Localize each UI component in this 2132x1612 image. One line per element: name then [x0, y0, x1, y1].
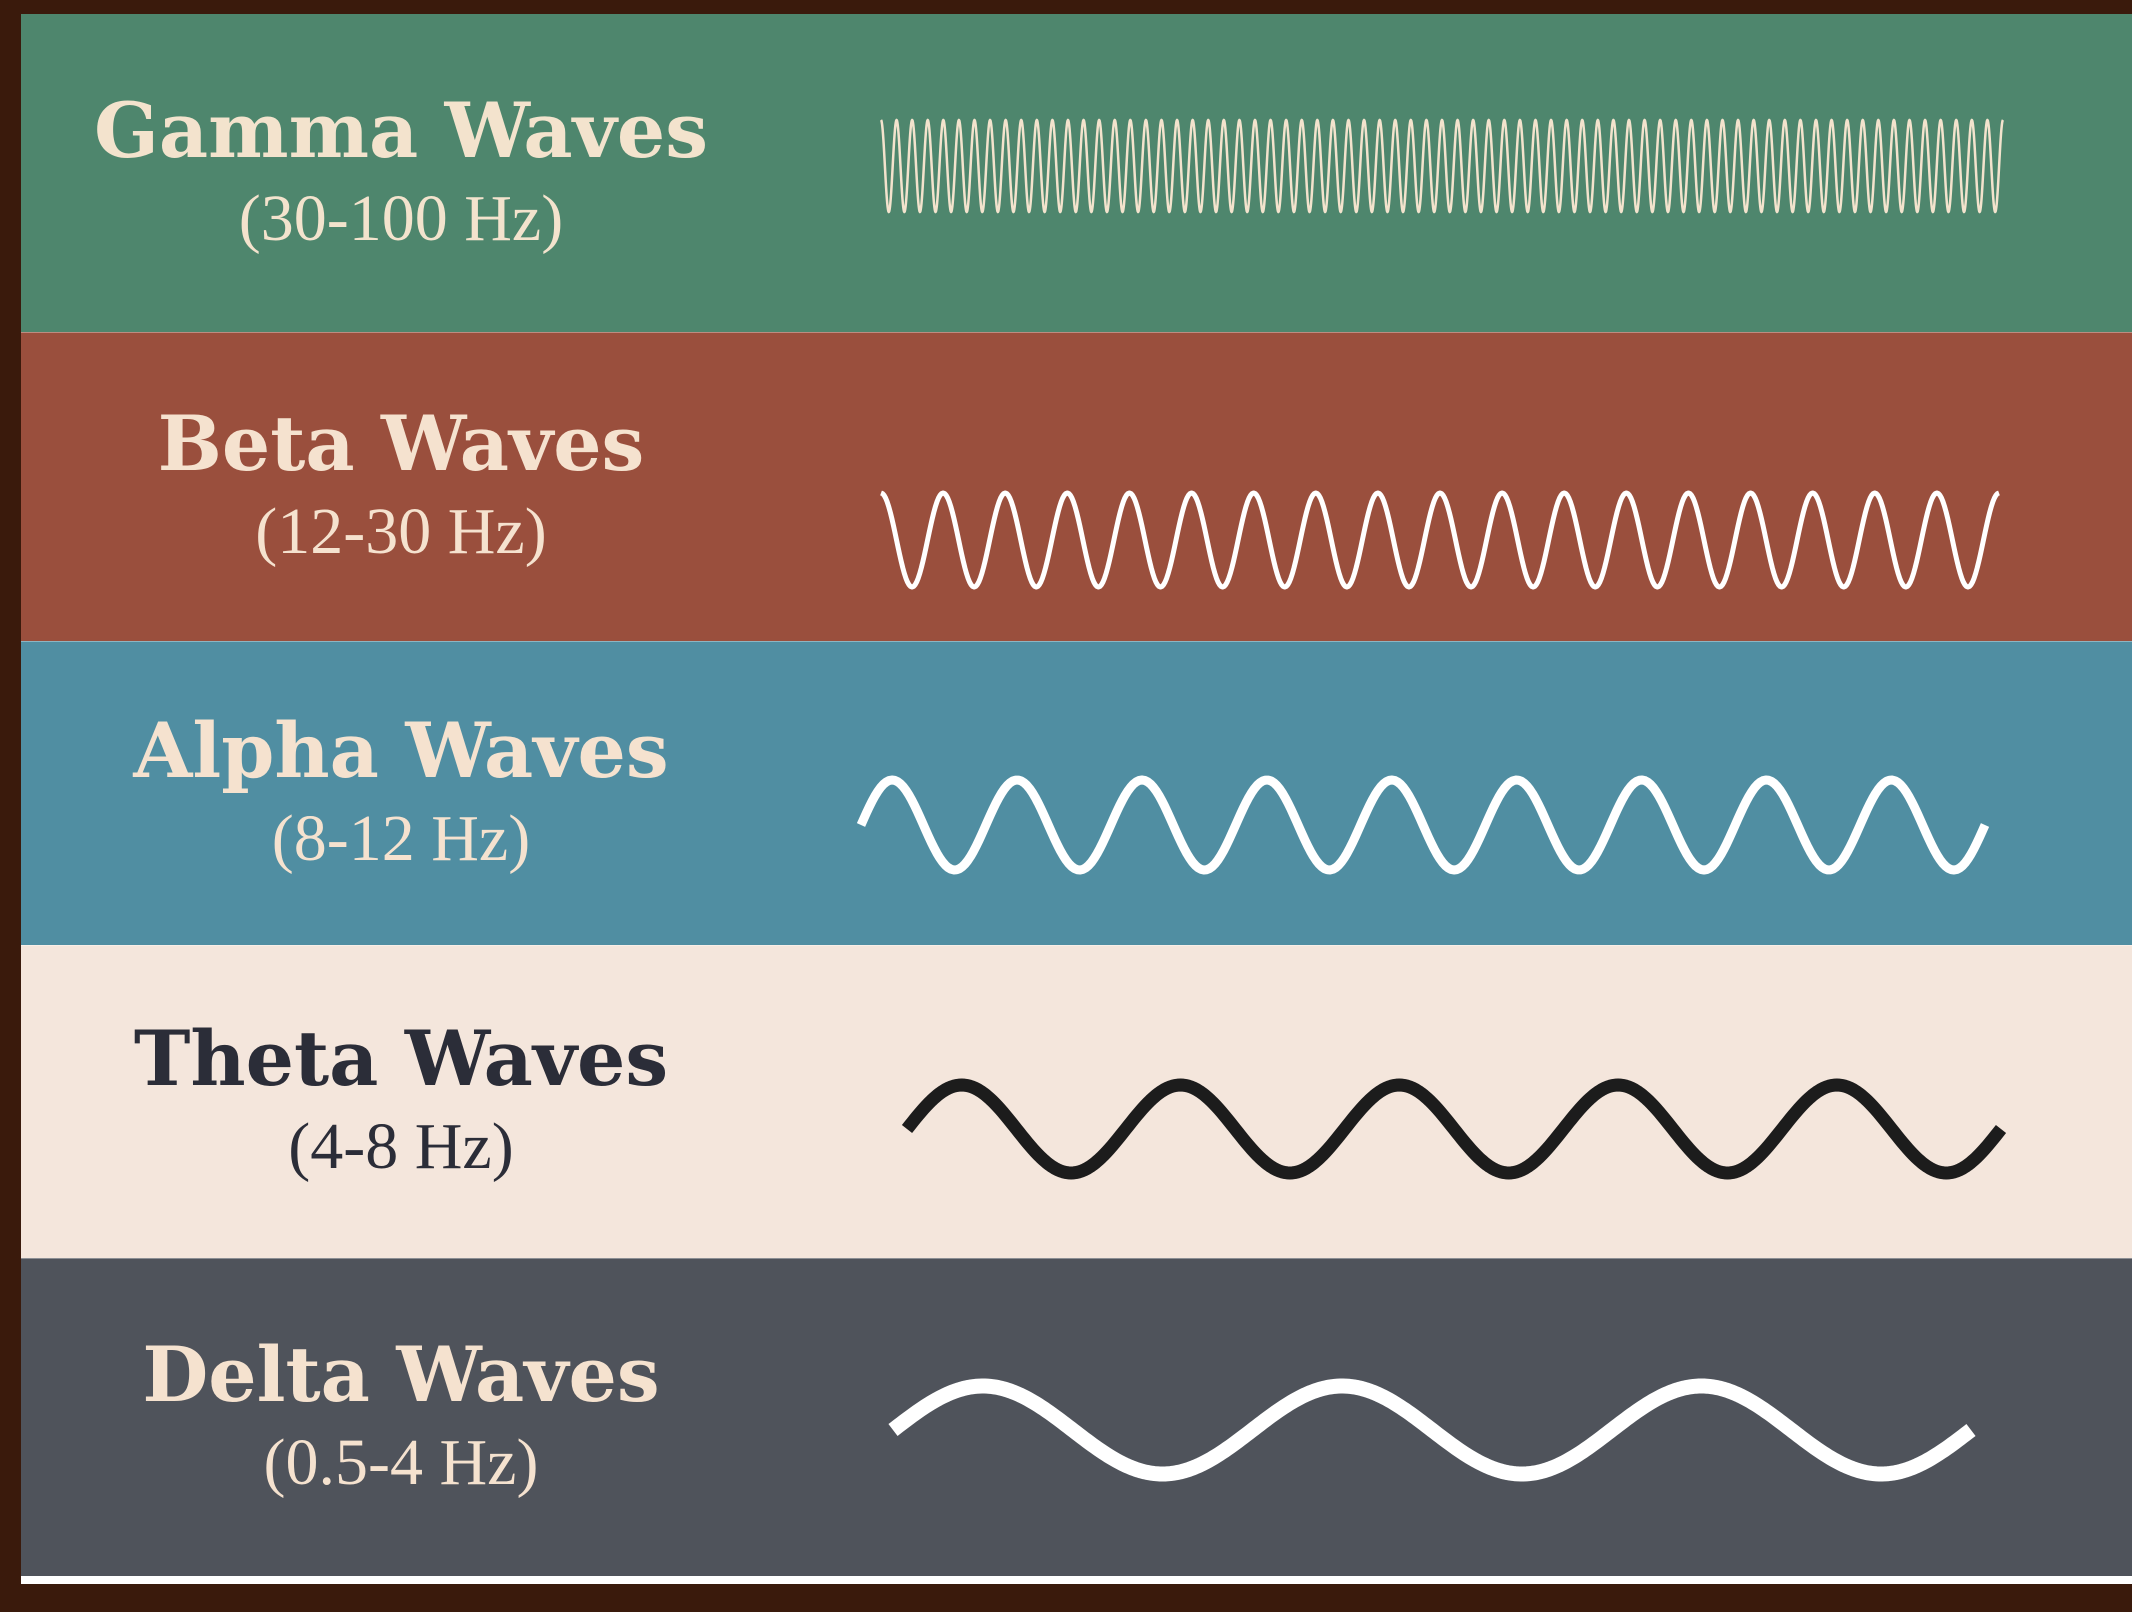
beta-title: Beta Waves: [157, 399, 645, 488]
beta-label: Beta Waves (12-30 Hz): [21, 332, 781, 641]
gamma-title: Gamma Waves: [94, 85, 708, 175]
delta-band: Delta Waves (0.5-4 Hz): [21, 1258, 2132, 1576]
alpha-title: Alpha Waves: [133, 705, 669, 795]
delta-wave-line: [888, 1378, 1976, 1482]
delta-wave: [888, 1378, 1976, 1482]
band-divider: [21, 641, 2132, 642]
alpha-label: Alpha Waves (8-12 Hz): [21, 641, 781, 945]
beta-band: Beta Waves (12-30 Hz): [21, 332, 2132, 641]
band-divider: [21, 1258, 2132, 1259]
band-divider: [21, 332, 2132, 333]
alpha-range: (8-12 Hz): [271, 801, 531, 875]
band-divider: [21, 945, 2132, 946]
alpha-band: Alpha Waves (8-12 Hz): [21, 641, 2132, 945]
delta-label: Delta Waves (0.5-4 Hz): [21, 1258, 781, 1576]
theta-wave-line: [901, 1078, 2007, 1180]
theta-wave: [901, 1078, 2007, 1180]
delta-range: (0.5-4 Hz): [263, 1425, 539, 1499]
beta-wave-line: [880, 490, 2000, 590]
delta-title: Delta Waves: [142, 1329, 660, 1419]
alpha-wave-line: [856, 775, 1990, 875]
gamma-band: Gamma Waves (30-100 Hz): [21, 14, 2132, 332]
gamma-wave: [879, 118, 2005, 214]
theta-range: (4-8 Hz): [288, 1110, 514, 1184]
theta-band: Theta Waves (4-8 Hz): [21, 945, 2132, 1258]
brainwave-diagram: Gamma Waves (30-100 Hz) Beta Waves (12-3…: [21, 14, 2132, 1584]
theta-title: Theta Waves: [133, 1014, 669, 1103]
gamma-label: Gamma Waves (30-100 Hz): [21, 14, 781, 332]
beta-range: (12-30 Hz): [255, 495, 547, 569]
theta-label: Theta Waves (4-8 Hz): [21, 945, 781, 1258]
gamma-range: (30-100 Hz): [238, 181, 564, 255]
gamma-wave-line: [879, 118, 2005, 214]
beta-wave: [880, 490, 2000, 590]
alpha-wave: [856, 775, 1990, 875]
